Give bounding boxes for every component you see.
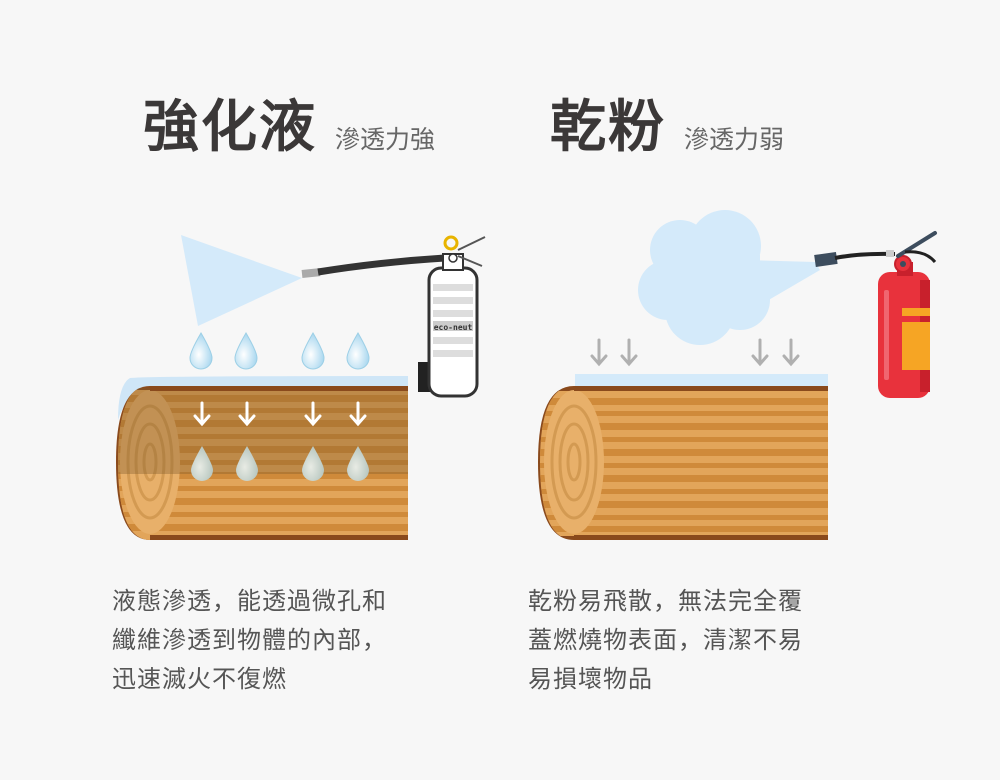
water-droplets-inside-icon — [191, 446, 369, 481]
penetration-arrows-icon — [193, 401, 367, 427]
right-panel-dry-powder-extinguisher: 乾粉 滲透力弱 — [500, 0, 1000, 780]
water-droplets-above-icon — [189, 332, 370, 370]
right-description-line-2: 蓋燃燒物表面，清潔不易 — [528, 626, 803, 654]
wood-log-icon — [116, 386, 408, 540]
eco-neut-extinguisher-icon: eco-neut — [418, 235, 486, 398]
right-title: 乾粉 — [550, 94, 666, 160]
hose-icon — [301, 254, 446, 278]
red-extinguisher-icon — [878, 231, 937, 398]
powder-hose-icon — [814, 250, 896, 267]
left-panel-liquid-extinguisher: 強化液 滲透力強 — [0, 92, 500, 699]
right-title-row: 乾粉 滲透力弱 — [550, 92, 784, 162]
left-illustration: eco-neut — [0, 200, 500, 560]
spray-cone-icon — [181, 235, 302, 326]
right-description-line-3: 易損壞物品 — [528, 665, 653, 693]
right-description-line-1: 乾粉易飛散，無法完全覆 — [528, 587, 803, 615]
left-title: 強化液 — [143, 94, 317, 160]
left-description: 液態滲透，能透過微孔和 纖維滲透到物體的內部， 迅速滅火不復燃 — [112, 582, 387, 699]
right-subtitle: 滲透力弱 — [684, 125, 785, 154]
powder-cloud-icon — [638, 210, 820, 345]
left-description-line-3: 迅速滅火不復燃 — [112, 665, 287, 693]
right-illustration — [500, 200, 1000, 560]
left-title-row: 強化液 滲透力強 — [143, 92, 435, 162]
left-description-line-2: 纖維滲透到物體的內部， — [112, 626, 387, 654]
powder-arrows-icon — [590, 338, 800, 367]
left-subtitle: 滲透力強 — [335, 125, 436, 154]
left-description-line-1: 液態滲透，能透過微孔和 — [112, 587, 387, 615]
right-description: 乾粉易飛散，無法完全覆 蓋燃燒物表面，清潔不易 易損壞物品 — [528, 582, 803, 699]
svg-text:eco-neut: eco-neut — [434, 323, 473, 332]
wood-log-dry-icon — [538, 386, 828, 540]
